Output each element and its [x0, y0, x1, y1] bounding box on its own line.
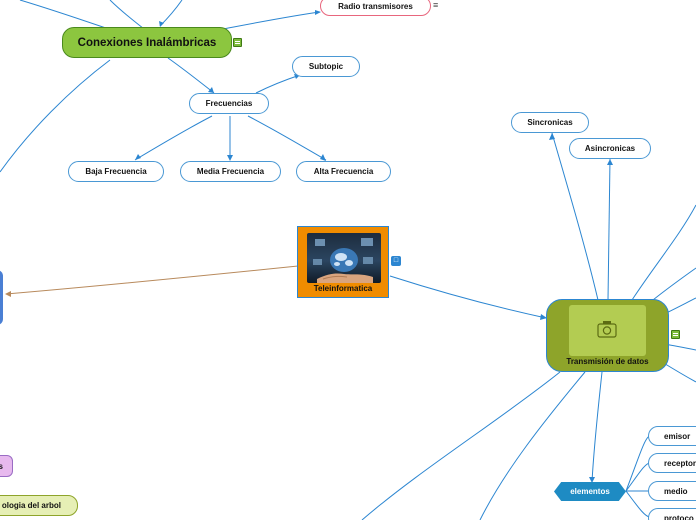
node-label: s — [0, 461, 3, 471]
node-media-frecuencia[interactable]: Media Frecuencia — [180, 161, 281, 182]
node-radio-transmisores[interactable]: Radio transmisores — [320, 0, 431, 16]
arrow-media — [227, 155, 233, 161]
arrow-radio — [315, 10, 321, 15]
node-label: Baja Frecuencia — [85, 167, 147, 176]
node-label: Teleinformatica — [313, 284, 373, 293]
link-teleinf-transmision — [389, 275, 547, 319]
node-label: Sincronicas — [527, 118, 573, 127]
node-emisor[interactable]: emisor — [648, 426, 696, 446]
arrow-conexiones — [159, 21, 164, 27]
link-radio — [217, 11, 321, 31]
link-top-center-b — [159, 0, 183, 27]
globe-hand-image — [307, 233, 381, 283]
arrow-asincronicas — [607, 159, 613, 165]
node-label: Transmisión de datos — [566, 357, 649, 366]
node-label: Radio transmisores — [338, 1, 413, 11]
arrow-baja — [135, 154, 141, 160]
arrow-sincronicas — [549, 133, 555, 140]
node-medio[interactable]: medio — [648, 481, 696, 501]
node-teleinformatica[interactable]: Teleinformatica — [297, 226, 389, 298]
node-subtopic[interactable]: Subtopic — [292, 56, 360, 77]
link-right-1 — [631, 204, 696, 301]
node-elementos[interactable]: elementos — [554, 482, 626, 501]
link-asincronicas — [607, 158, 611, 301]
camera-icon — [597, 321, 617, 338]
node-label: Frecuencias — [205, 99, 253, 108]
node-label: Asincronicas — [584, 144, 636, 153]
note-icon[interactable] — [233, 38, 242, 47]
note-icon[interactable] — [671, 330, 680, 339]
node-label: ologia del arbol — [1, 501, 61, 510]
link-emisor — [625, 435, 651, 492]
link-frecuencias — [167, 57, 215, 94]
link-left-diagonal — [0, 59, 111, 173]
node-left-cut[interactable] — [0, 270, 3, 325]
node-label: Media Frecuencia — [196, 167, 265, 176]
node-label: protoco — [664, 514, 694, 520]
image-placeholder — [569, 305, 646, 356]
node-label: Subtopic — [308, 62, 344, 71]
node-baja-frecuencia[interactable]: Baja Frecuencia — [68, 161, 164, 182]
node-left-s[interactable]: s — [0, 455, 13, 477]
link-bottom-left-1 — [361, 371, 561, 520]
attachment-icon[interactable]: □ — [391, 256, 401, 266]
node-alta-frecuencia[interactable]: Alta Frecuencia — [296, 161, 391, 182]
arrow-transmision — [540, 314, 547, 320]
node-protocolo[interactable]: protoco — [648, 508, 696, 520]
node-sincronicas[interactable]: Sincronicas — [511, 112, 589, 133]
link-alta — [247, 115, 327, 161]
node-label: Alta Frecuencia — [313, 167, 374, 176]
arrow-frecuencias — [208, 87, 214, 93]
link-protocolo — [625, 490, 651, 518]
arrow-elementos — [589, 477, 595, 483]
link-teleinf-left — [5, 265, 299, 295]
arrow-left — [5, 291, 11, 297]
link-subtopic — [255, 74, 301, 94]
menu-icon[interactable]: ≡ — [433, 0, 439, 10]
link-sincronicas — [551, 132, 599, 301]
link-bottom-left-2 — [479, 371, 586, 520]
node-receptor[interactable]: receptor — [648, 453, 696, 473]
node-conexiones-inalambricas[interactable]: Conexiones Inalámbricas — [62, 27, 232, 58]
link-baja — [134, 115, 213, 161]
node-label: emisor — [664, 431, 691, 441]
link-elementos — [591, 371, 603, 483]
node-label: elementos — [570, 487, 610, 496]
arrow-alta — [320, 154, 326, 161]
node-label: receptor — [664, 458, 696, 468]
node-tipologia-arbol[interactable]: ologia del arbol — [0, 495, 78, 516]
node-asincronicas[interactable]: Asincronicas — [569, 138, 651, 159]
node-transmision-de-datos[interactable]: Transmisión de datos — [546, 299, 669, 372]
node-frecuencias[interactable]: Frecuencias — [189, 93, 269, 114]
node-label: Conexiones Inalámbricas — [77, 36, 217, 49]
globe-hand-icon — [313, 238, 373, 283]
node-label: medio — [664, 486, 688, 496]
link-receptor — [625, 462, 651, 492]
